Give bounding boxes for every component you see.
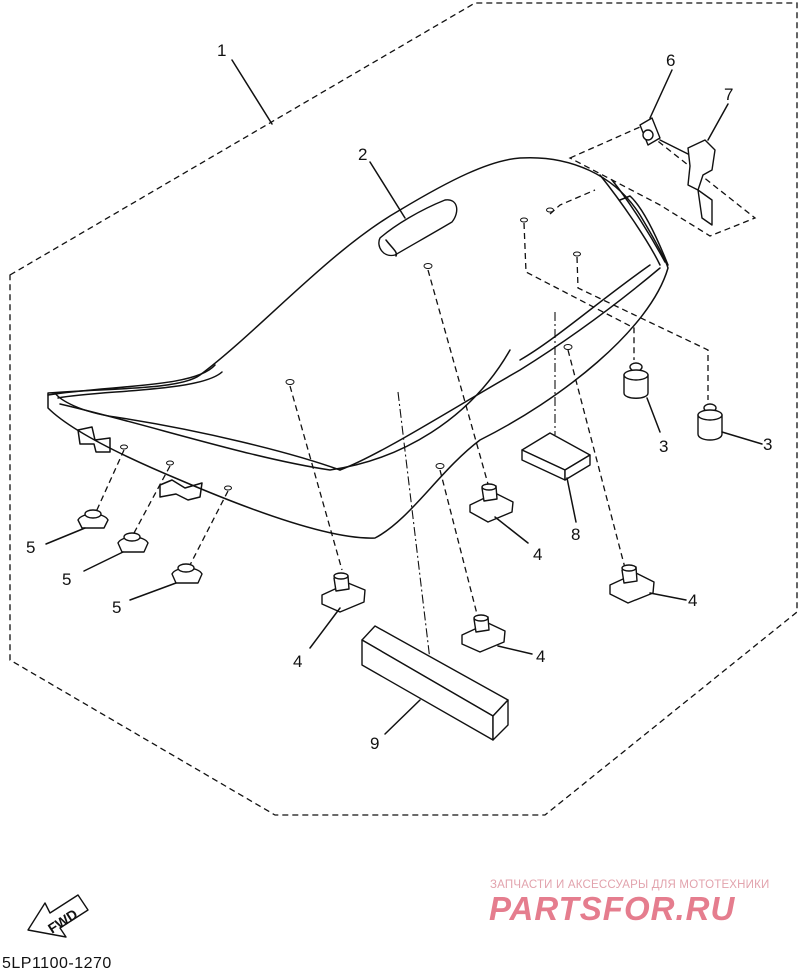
leader-5c [129, 582, 177, 601]
part-3-grommet-a [623, 362, 649, 399]
alignment-lines-5 [95, 449, 229, 566]
part-9-block [361, 625, 509, 741]
leader-4b [309, 607, 341, 649]
part-6-clip [639, 117, 661, 146]
alignment-lines-rear [523, 189, 709, 400]
diagram-code: 5LP1100-1270 [2, 955, 112, 972]
watermark-tagline: ЗАПЧАСТИ И АКСЕССУАРЫ ДЛЯ МОТОТЕХНИКИ [490, 879, 770, 891]
alignment-lines-4 [289, 269, 626, 619]
part-4-damper-b [321, 572, 366, 613]
seat [47, 156, 669, 539]
callout-4d: 4 [536, 647, 545, 666]
callout-6: 6 [666, 51, 675, 70]
watermark-brand: PARTSFOR.RU [489, 890, 736, 927]
callout-4c: 4 [688, 591, 697, 610]
callout-5c: 5 [112, 598, 121, 617]
lock-detail-frame [568, 126, 757, 237]
leader-9 [384, 699, 421, 735]
callout-8: 8 [571, 525, 580, 544]
leader-5a [45, 527, 86, 545]
callout-9: 9 [370, 734, 379, 753]
leader-4a [494, 516, 529, 544]
assembly-boundary [9, 2, 798, 816]
part-4-damper-c [609, 564, 655, 604]
callout-5a: 5 [26, 538, 35, 557]
leader-5b [83, 551, 124, 572]
callout-4a: 4 [533, 545, 542, 564]
part-5-grommet-b [117, 532, 149, 553]
part-3-grommet-b [697, 403, 723, 441]
leader-6 [649, 69, 673, 119]
leader-7 [707, 103, 729, 141]
part-7-lock [659, 139, 716, 226]
seat-holes [120, 207, 581, 491]
part-4-damper-a [469, 483, 514, 523]
part-5-grommet-a [77, 509, 109, 529]
leader-4c [649, 592, 687, 601]
leader-3b [721, 431, 763, 445]
leader-1 [231, 59, 273, 125]
part-9-axis [397, 391, 431, 661]
callout-7: 7 [724, 85, 733, 104]
fwd-arrow-icon: FWD [27, 894, 89, 938]
leader-8 [566, 477, 577, 523]
callout-5b: 5 [62, 570, 71, 589]
part-2-strap [378, 199, 458, 257]
part-5-grommet-c [171, 563, 203, 584]
part-4-damper-d [461, 614, 506, 653]
callout-3a: 3 [659, 437, 668, 456]
leader-3a [646, 397, 661, 433]
callout-2: 2 [358, 145, 367, 164]
callout-1: 1 [217, 41, 226, 60]
part-8-block [521, 432, 591, 481]
callout-3b: 3 [763, 435, 772, 454]
leader-4d [497, 645, 533, 655]
leader-2 [369, 161, 406, 219]
callout-4b: 4 [293, 652, 302, 671]
